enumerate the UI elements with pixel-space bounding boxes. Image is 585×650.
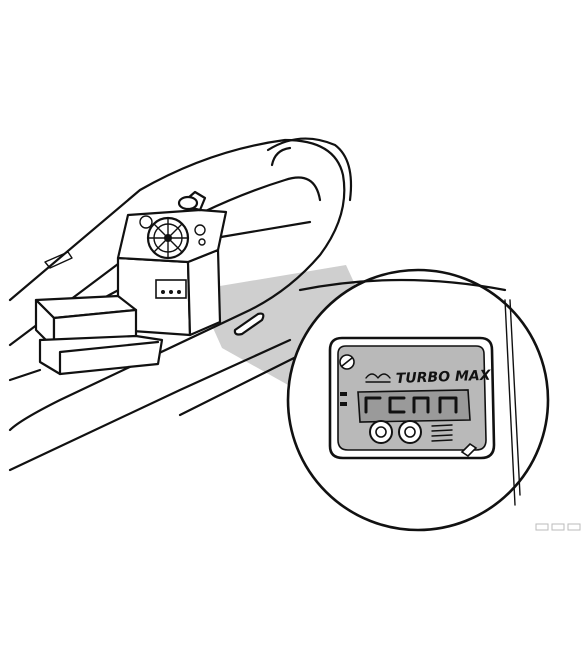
display-brand-label: TURBO MAX xyxy=(396,368,492,387)
console-display-panel xyxy=(155,279,187,299)
corner-marks xyxy=(535,523,581,531)
seat xyxy=(34,294,164,376)
control-panel-icon: TURBO MAX xyxy=(328,336,496,460)
steering-wheel-icon xyxy=(146,216,190,260)
knob-right xyxy=(398,420,422,444)
knob-left xyxy=(369,420,393,444)
